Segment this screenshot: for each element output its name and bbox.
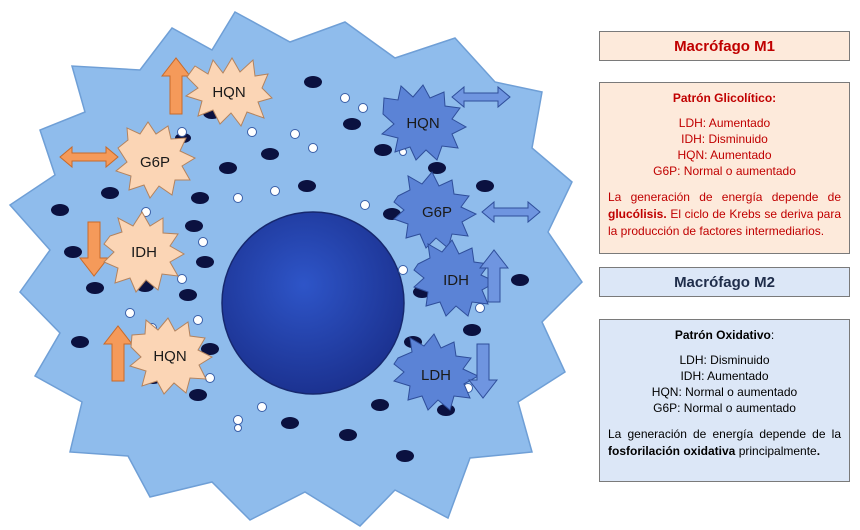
m2-item-hqn: HQN: Normal o aumentado: [651, 385, 798, 399]
m2-hqn-label: HQN: [406, 115, 439, 132]
m1-g6p-star: [114, 121, 197, 199]
m2-item-idh: IDH: Aumentado: [680, 369, 769, 383]
m2-ldh-label: LDH: [421, 367, 451, 384]
m1-hqn-bottom-star: [128, 317, 214, 395]
m1-g6p-double-arrow: [59, 145, 119, 169]
macrophage-diagram: HQN G6P IDH HQN HQN G6P IDH LDH: [8, 10, 583, 527]
m2-title-box: Macrófago M2: [599, 267, 850, 297]
m2-item-g6p: G6P: Normal o aumentado: [653, 401, 796, 415]
m2-heading: Patrón Oxidativo:: [608, 328, 841, 342]
m2-idh-label: IDH: [443, 272, 469, 289]
m2-g6p-star: [393, 171, 478, 249]
m2-ldh-down-arrow: [467, 343, 499, 399]
m1-hqn-bottom-label: HQN: [153, 348, 186, 365]
m2-g6p-double-arrow: [481, 200, 541, 224]
vesicles: [115, 93, 485, 432]
nucleus: [221, 211, 405, 395]
m2-item-ldh: LDH: Disminuido: [679, 353, 770, 367]
m1-heading: Patrón Glicolítico:: [672, 91, 777, 105]
m2-ldh-star: [393, 333, 480, 411]
m2-heading-bold: Patrón Oxidativo: [674, 328, 771, 342]
m1-g6p-label: G6P: [140, 154, 170, 171]
m1-item-g6p: G6P: Normal o aumentado: [653, 164, 796, 178]
m1-items: LDH: Aumentado IDH: Disminuido HQN: Aume…: [608, 115, 841, 179]
m1-title: Macrófago M1: [674, 37, 775, 55]
m2-note: La generación de energía depende de la f…: [608, 426, 841, 460]
m2-items: LDH: Disminuido IDH: Aumentado HQN: Norm…: [608, 352, 841, 416]
m2-panel: Patrón Oxidativo: LDH: Disminuido IDH: A…: [599, 319, 850, 482]
m2-note-post: principalmente: [735, 444, 817, 458]
m1-idh-star: [103, 211, 186, 293]
m1-idh-down-arrow: [78, 221, 110, 277]
m1-title-box: Macrófago M1: [599, 31, 850, 61]
m1-item-ldh: LDH: Aumentado: [678, 116, 771, 130]
m1-idh-label: IDH: [131, 244, 157, 261]
m2-hqn-double-arrow: [451, 85, 511, 109]
m1-note-pre: La generación de energía depende de: [608, 190, 841, 204]
m2-idh-star: [413, 239, 498, 317]
m1-panel: Patrón Glicolítico: LDH: Aumentado IDH: …: [599, 82, 850, 254]
m2-g6p-label: G6P: [422, 204, 452, 221]
m2-hqn-star: [380, 84, 468, 161]
m1-note-post: El ciclo de Krebs se deriva para la prod…: [608, 207, 841, 238]
m1-item-hqn: HQN: Aumentado: [677, 148, 772, 162]
m1-hqn-top-label: HQN: [212, 84, 245, 101]
m2-note-end: .: [816, 444, 821, 458]
m2-heading-rest: :: [770, 328, 775, 342]
m1-hqn-bottom-up-arrow: [102, 325, 134, 382]
m1-note: La generación de energía depende de gluc…: [608, 189, 841, 240]
m1-hqn-top-star: [184, 57, 273, 127]
m1-item-idh: IDH: Disminuido: [681, 132, 768, 146]
m2-idh-up-arrow: [478, 249, 510, 303]
m2-note-bold: fosforilación oxidativa: [608, 444, 736, 458]
m2-title: Macrófago M2: [674, 273, 775, 291]
m1-hqn-top-up-arrow: [160, 57, 192, 115]
m1-note-bold: glucólisis.: [608, 207, 667, 221]
m2-note-pre: La generación de energía depende de la: [608, 427, 841, 441]
